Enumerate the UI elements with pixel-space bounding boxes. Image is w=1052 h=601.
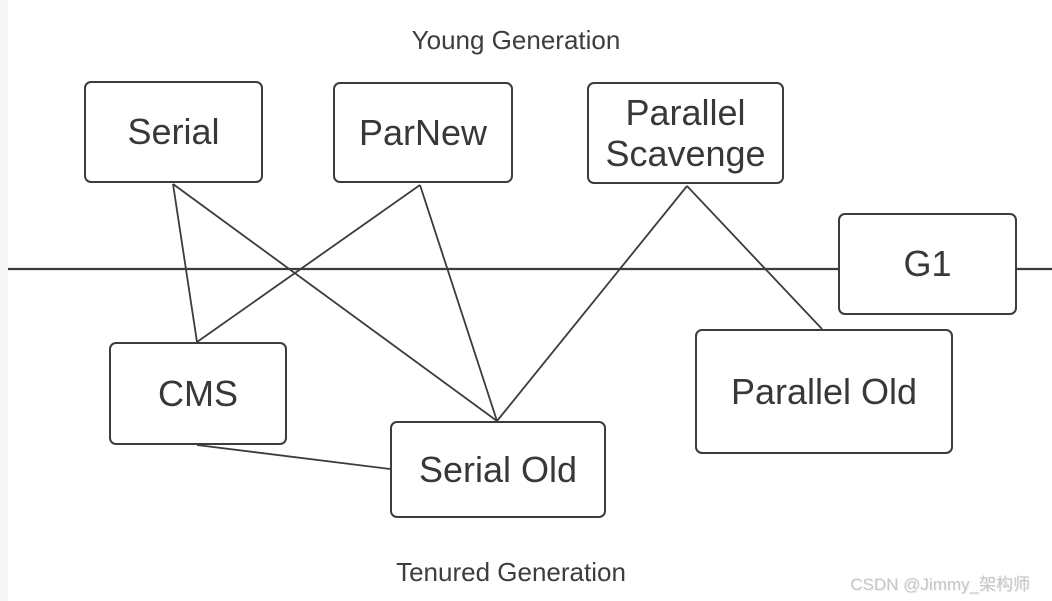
node-parallel-old: Parallel Old — [695, 329, 953, 454]
node-parallel-scavenge: Parallel Scavenge — [587, 82, 784, 184]
csdn-watermark: CSDN @Jimmy_架构师 — [850, 575, 1030, 594]
node-serial: Serial — [84, 81, 263, 183]
tenured-generation-label: Tenured Generation — [396, 557, 626, 587]
node-g1: G1 — [838, 213, 1017, 315]
page-edge-strip — [0, 0, 8, 601]
node-serial-old: Serial Old — [390, 421, 606, 518]
node-parallel-scavenge-label: Parallel Scavenge — [605, 91, 766, 174]
edge-cms-serial-old — [196, 444, 391, 470]
edge-parallel-scavenge-parallel-old — [686, 185, 823, 330]
node-cms-label: CMS — [158, 372, 238, 414]
node-parnew-label: ParNew — [358, 111, 488, 153]
node-parallel-old-label: Parallel Old — [730, 370, 918, 412]
node-cms: CMS — [109, 342, 287, 445]
node-g1-label: G1 — [903, 243, 952, 285]
edge-serial-cms — [172, 183, 198, 343]
edge-parallel-scavenge-serial-old — [496, 185, 688, 422]
edge-parnew-serial-old — [419, 184, 498, 422]
edge-parnew-cms — [196, 184, 421, 343]
edge-serial-serial-old — [172, 183, 498, 422]
young-generation-label: Young Generation — [411, 25, 621, 55]
node-serial-label: Serial — [127, 111, 220, 153]
node-serial-old-label: Serial Old — [418, 448, 578, 490]
node-parnew: ParNew — [333, 82, 513, 183]
